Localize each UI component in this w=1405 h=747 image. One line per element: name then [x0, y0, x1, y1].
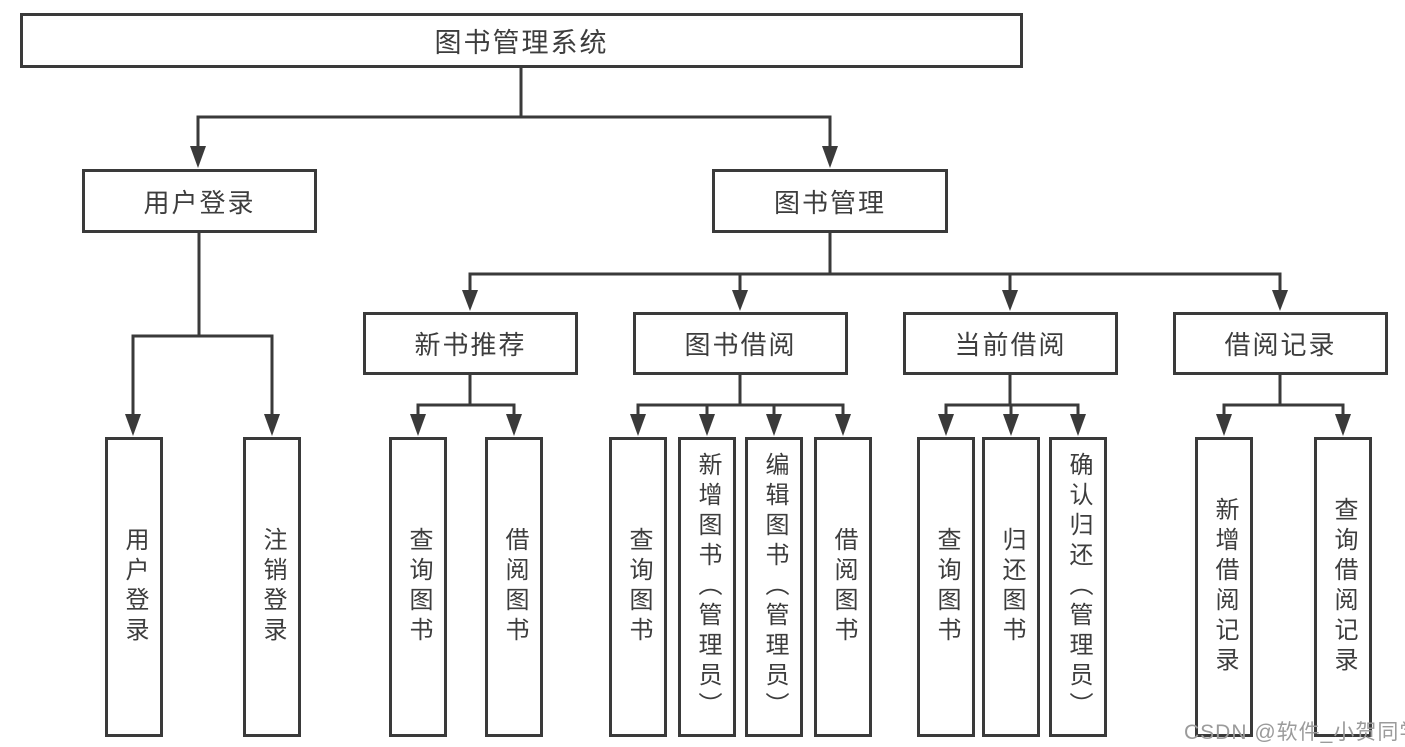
leaf-label: 新增图书（管理员） [694, 452, 721, 722]
node-borrow-records: 借阅记录 [1173, 312, 1388, 375]
leaf-label: 用户登录 [121, 527, 148, 647]
node-current-borrow: 当前借阅 [903, 312, 1118, 375]
node-user-login: 用户登录 [82, 169, 317, 233]
leaf-logout: 注销登录 [243, 437, 301, 737]
leaf-query-borrow-record: 查询借阅记录 [1314, 437, 1372, 737]
leaf-confirm-return-admin: 确认归还（管理员） [1049, 437, 1107, 737]
leaf-label: 查询借阅记录 [1330, 497, 1357, 677]
node-label: 当前借阅 [954, 330, 1067, 360]
leaf-label: 归还图书 [998, 527, 1025, 647]
leaf-add-borrow-record: 新增借阅记录 [1195, 437, 1253, 737]
leaf-add-book-admin: 新增图书（管理员） [678, 437, 736, 737]
leaf-query-book-current: 查询图书 [917, 437, 975, 737]
leaf-label: 新增借阅记录 [1211, 497, 1238, 677]
leaf-query-book-borrow: 查询图书 [609, 437, 667, 737]
node-label: 借阅记录 [1224, 330, 1337, 360]
csdn-watermark: CSDN @软件_小贺同学 [1184, 721, 1405, 744]
leaf-label: 编辑图书（管理员） [761, 452, 788, 722]
node-label: 图书借阅 [684, 330, 797, 360]
node-label: 新书推荐 [414, 330, 527, 360]
leaf-label: 查询图书 [405, 527, 432, 647]
leaf-user-login: 用户登录 [105, 437, 163, 737]
leaf-label: 借阅图书 [830, 527, 857, 647]
node-book-management: 图书管理 [712, 169, 948, 233]
node-label: 用户登录 [143, 187, 256, 218]
node-label: 图书管理系统 [434, 28, 609, 58]
leaf-query-book-recommend: 查询图书 [389, 437, 447, 737]
node-new-book-recommend: 新书推荐 [363, 312, 578, 375]
node-library-management-system: 图书管理系统 [20, 13, 1023, 68]
leaf-label: 查询图书 [625, 527, 652, 647]
leaf-label: 确认归还（管理员） [1065, 452, 1092, 722]
node-label: 图书管理 [773, 187, 886, 218]
leaf-return-book: 归还图书 [982, 437, 1040, 737]
leaf-edit-book-admin: 编辑图书（管理员） [745, 437, 803, 737]
node-book-borrow: 图书借阅 [633, 312, 848, 375]
leaf-label: 查询图书 [933, 527, 960, 647]
leaf-borrow-book-recommend: 借阅图书 [485, 437, 543, 737]
leaf-label: 注销登录 [259, 527, 286, 647]
arrowhead-icons [125, 146, 1351, 436]
leaf-borrow-book: 借阅图书 [814, 437, 872, 737]
leaf-label: 借阅图书 [501, 527, 528, 647]
